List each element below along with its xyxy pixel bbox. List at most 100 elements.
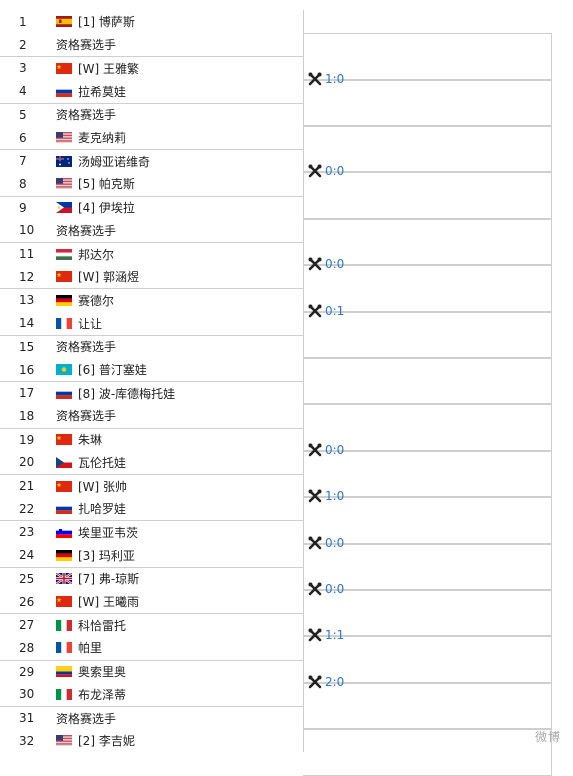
player-name[interactable]: 资格赛选手 (56, 340, 117, 355)
ru-flag-icon (56, 503, 78, 515)
head-to-head-link[interactable]: 1:0 (308, 72, 344, 86)
head-to-head-score[interactable]: 0:0 (325, 535, 345, 550)
head-to-head-link[interactable]: 0:0 (308, 536, 344, 550)
player-name[interactable]: 邦达尔 (78, 247, 115, 262)
draw-row[interactable]: 32[2] 李吉妮 (0, 729, 303, 752)
head-to-head-link[interactable]: 0:0 (308, 582, 344, 596)
bracket-connector (303, 590, 552, 637)
draw-row[interactable]: 21[W] 张帅 (0, 474, 303, 497)
player-name[interactable]: 汤姆亚诺维奇 (78, 154, 151, 169)
head-to-head-link[interactable]: 1:0 (308, 489, 344, 503)
draw-row[interactable]: 16[6] 普汀塞娃 (0, 358, 303, 381)
draw-position: 27 (19, 618, 35, 633)
bracket-connector (303, 450, 552, 498)
player-name[interactable]: 麦克纳莉 (78, 131, 127, 146)
player-name[interactable]: [W] 王曦雨 (78, 595, 140, 610)
draw-position: 26 (19, 594, 35, 609)
draw-position: 6 (19, 130, 27, 145)
head-to-head-link[interactable]: 0:0 (308, 164, 344, 178)
draw-row[interactable]: 25[7] 弗-琼斯 (0, 566, 303, 590)
draw-row[interactable]: 1[1] 博萨斯 (0, 10, 303, 33)
head-to-head-link[interactable]: 0:0 (308, 443, 344, 457)
player-name[interactable]: [7] 弗-琼斯 (78, 572, 140, 587)
player-name[interactable]: 拉希莫娃 (78, 84, 127, 99)
player-name[interactable]: [1] 博萨斯 (78, 15, 135, 30)
player-name[interactable]: 埃里亚韦茨 (78, 525, 139, 540)
head-to-head-score[interactable]: 2:0 (325, 674, 345, 689)
draw-row[interactable]: 23 埃里亚韦茨 (0, 520, 303, 543)
player-name[interactable]: 资格赛选手 (56, 409, 117, 424)
player-name[interactable]: 赛德尔 (78, 293, 115, 308)
player-name[interactable]: 让让 (78, 316, 103, 331)
head-to-head-score[interactable]: 1:0 (325, 71, 345, 86)
head-to-head-link[interactable]: 0:1 (308, 304, 344, 318)
player-name[interactable]: [W] 王雅繁 (78, 61, 140, 76)
player-name[interactable]: [3] 玛利亚 (78, 548, 135, 563)
draw-position: 23 (19, 525, 35, 540)
head-to-head-link[interactable]: 1:1 (308, 628, 344, 642)
player-name[interactable]: 科恰雷托 (78, 618, 127, 633)
player-name[interactable]: 朱琳 (78, 433, 103, 448)
player-name[interactable]: [W] 张帅 (78, 479, 128, 494)
draw-position: 3 (19, 61, 27, 76)
head-to-head-score[interactable]: 0:0 (325, 164, 345, 179)
player-name[interactable]: 资格赛选手 (56, 223, 117, 238)
draw-row[interactable]: 27 科恰雷托 (0, 613, 303, 636)
player-name[interactable]: [8] 波-库德梅托娃 (78, 386, 176, 401)
bracket-connector (303, 682, 552, 730)
draw-row[interactable]: 17[8] 波-库德梅托娃 (0, 381, 303, 404)
cn-flag-icon (56, 596, 78, 608)
it-flag-icon (56, 619, 78, 631)
crossed-rackets-icon (308, 628, 322, 642)
player-name[interactable]: [4] 伊埃拉 (78, 201, 135, 216)
player-name[interactable]: 帕里 (78, 641, 103, 656)
player-name[interactable]: 资格赛选手 (56, 38, 117, 53)
head-to-head-link[interactable]: 0:0 (308, 257, 344, 271)
draw-position: 8 (19, 176, 27, 191)
head-to-head-score[interactable]: 1:1 (325, 628, 345, 643)
us-flag-icon (56, 735, 78, 747)
player-name[interactable]: 资格赛选手 (56, 108, 117, 123)
head-to-head-score[interactable]: 0:0 (325, 582, 345, 596)
player-name[interactable]: 布龙泽蒂 (78, 687, 127, 702)
draw-row[interactable]: 12[W] 郭涵煜 (0, 265, 303, 288)
player-name[interactable]: 资格赛选手 (56, 711, 117, 726)
draw-row[interactable]: 8 [5] 帕克斯 (0, 172, 303, 195)
draw-row[interactable]: 26 [W] 王曦雨 (0, 590, 303, 613)
player-name[interactable]: [W] 郭涵煜 (78, 270, 140, 285)
head-to-head-link[interactable]: 2:0 (308, 675, 344, 689)
player-name[interactable]: [6] 普汀塞娃 (78, 363, 147, 378)
cn-flag-icon (56, 62, 78, 74)
draw-row[interactable]: 3 [W] 王雅繁 (0, 56, 303, 79)
player-name[interactable]: 瓦伦托娃 (78, 455, 127, 470)
head-to-head-score[interactable]: 0:0 (325, 257, 345, 272)
player-name[interactable]: 奥索里奥 (78, 665, 127, 680)
player-name[interactable]: 扎哈罗娃 (78, 502, 127, 517)
crossed-rackets-icon (308, 443, 322, 457)
head-to-head-score[interactable]: 1:0 (325, 489, 345, 504)
draw-row[interactable]: 24[3] 玛利亚 (0, 544, 303, 567)
head-to-head-score[interactable]: 0:1 (325, 303, 345, 318)
head-to-head-score[interactable]: 0:0 (325, 442, 345, 457)
player-name[interactable]: [5] 帕克斯 (78, 177, 135, 192)
player-name[interactable]: [2] 李吉妮 (78, 734, 135, 749)
draw-row[interactable]: 9[4] 伊埃拉 (0, 195, 303, 219)
draw-row[interactable]: 6 麦克纳莉 (0, 126, 303, 149)
